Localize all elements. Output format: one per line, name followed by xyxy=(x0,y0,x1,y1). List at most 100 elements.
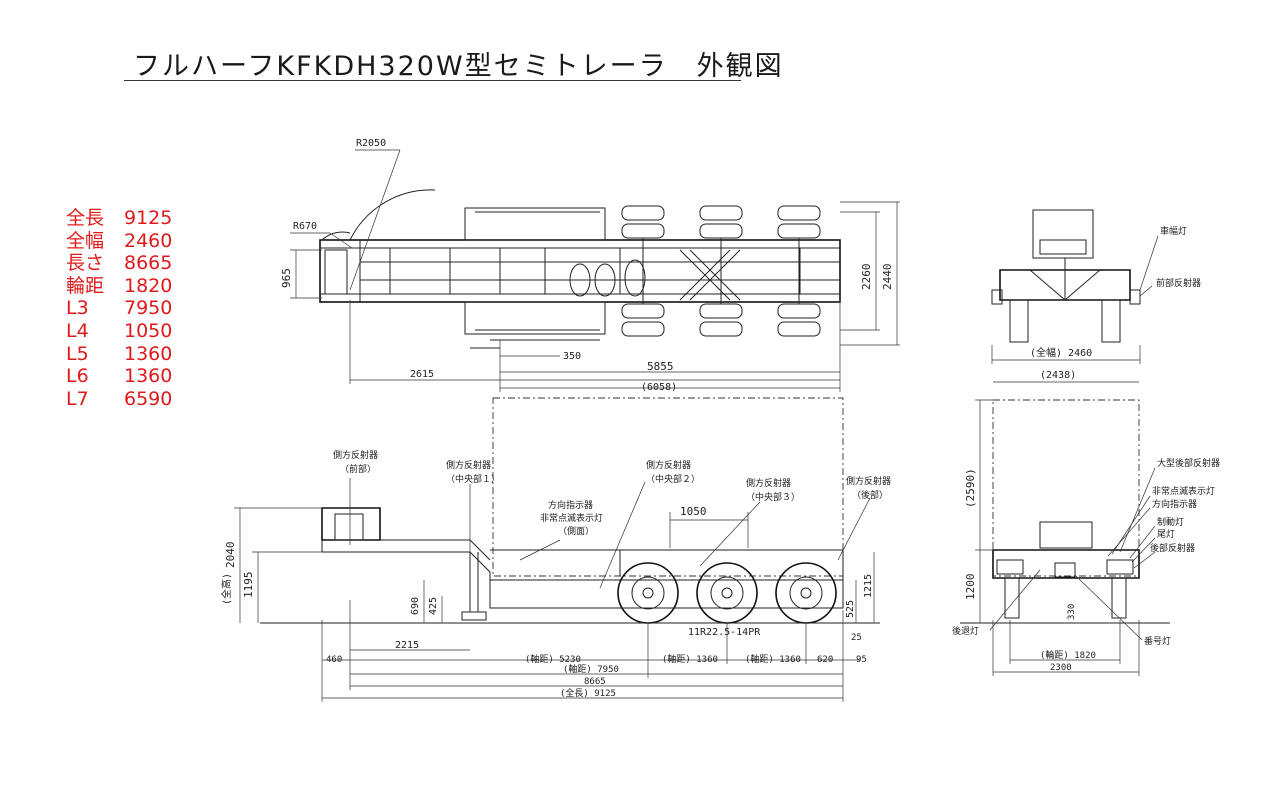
spec-row: 長さ 8665 xyxy=(66,252,194,275)
hazard-rear-label: 非常点滅表示灯 xyxy=(1152,485,1215,497)
side-wheel-2 xyxy=(696,562,758,624)
dim-2615: 2615 xyxy=(410,369,434,380)
front-reflector-label: 前部反射器 xyxy=(1156,277,1201,289)
dim-8665: 8665 xyxy=(584,677,606,687)
dim-wb-1360-b: (軸距) 1360 xyxy=(745,653,801,665)
dim-425: 425 xyxy=(428,597,439,615)
front-view: 車幅灯 前部反射器 (全幅) 2460 xyxy=(991,209,1201,364)
rear-phantom-body xyxy=(992,399,1140,577)
large-rear-reflector-label: 大型後部反射器 xyxy=(1157,457,1220,469)
reflector-front-sub: （前部） xyxy=(340,463,376,475)
side-wheel-3 xyxy=(775,562,837,624)
spec-row: 全幅 2460 xyxy=(66,230,194,253)
reflector-center3-sub: （中央部３） xyxy=(746,491,800,503)
dim-6058: (6058) xyxy=(641,382,677,393)
spec-row: L6 1360 xyxy=(66,365,194,388)
reflector-center3-label: 側方反射器 xyxy=(746,477,791,489)
reflector-center1-label: 側方反射器 xyxy=(446,459,491,471)
reverse-lamp-label: 後退灯 xyxy=(952,625,979,637)
dim-2440: 2440 xyxy=(881,264,894,291)
rear-width-2300: 2300 xyxy=(1050,663,1072,673)
turn-signal-label: 方向指示器 xyxy=(548,499,593,511)
reflector-rear-sub: （後部） xyxy=(852,489,888,501)
dim-2040: 2040 xyxy=(224,542,237,569)
spec-key: 全幅 xyxy=(66,229,105,252)
spec-row: L3 7950 xyxy=(66,297,194,320)
rear-width-2438: (2438) xyxy=(1040,370,1076,381)
spec-value: 1360 xyxy=(124,342,173,365)
brake-lamp-label: 制動灯 xyxy=(1157,516,1184,528)
dim-1195: 1195 xyxy=(242,572,255,599)
track-width-dim: (輪距) 1820 xyxy=(1040,649,1096,661)
dim-total-height: (全高) xyxy=(220,573,233,605)
top-view: R2050 R670 965 2260 2440 350 5855 2615 (… xyxy=(280,138,900,393)
title-underline xyxy=(124,80,741,81)
spec-key: 長さ xyxy=(66,252,105,275)
rear-view: (2438) (2590) 1200 330 大型後部反射器 非常点滅表示灯 方… xyxy=(952,370,1220,676)
spec-row: L5 1360 xyxy=(66,343,194,366)
side-phantom-body xyxy=(492,397,844,577)
dim-wb-5230: (軸距) 5230 xyxy=(525,653,581,665)
tail-lamp-label: 尾灯 xyxy=(1157,529,1175,540)
front-width-dim: (全幅) 2460 xyxy=(1030,346,1092,359)
reflector-center2-label: 側方反射器 xyxy=(646,459,691,471)
drawing-title: フルハーフKFKDH320W型セミトレーラ 外観図 xyxy=(133,51,784,82)
spec-row: L4 1050 xyxy=(66,320,194,343)
reflector-center1-sub: （中央部１） xyxy=(446,473,500,485)
spec-key: 輪距 xyxy=(66,274,105,297)
rear-reflector-label: 後部反射器 xyxy=(1150,542,1195,554)
dim-620: 620 xyxy=(817,655,833,665)
spec-key: L5 xyxy=(66,342,89,365)
swing-radius-arc xyxy=(349,189,436,241)
side-wheel-1 xyxy=(617,562,679,624)
dim-1050: 1050 xyxy=(680,505,707,518)
dim-wb-1360-a: (軸距) 1360 xyxy=(662,653,718,665)
rear-height-1200: 1200 xyxy=(964,574,977,601)
spec-value: 1360 xyxy=(124,365,173,388)
dim-9125: (全長) 9125 xyxy=(560,687,616,699)
dim-525: 525 xyxy=(845,600,856,618)
dim-r670: R670 xyxy=(293,221,317,232)
spec-key: L4 xyxy=(66,319,89,342)
spec-value: 7950 xyxy=(124,297,173,320)
dim-r2050: R2050 xyxy=(356,138,386,149)
dim-25: 25 xyxy=(851,633,862,643)
turn-side-label: （側面） xyxy=(558,525,594,537)
reflector-front-label: 側方反射器 xyxy=(333,449,378,461)
dim-350: 350 xyxy=(563,351,581,362)
kingpin-radius-arc xyxy=(321,231,351,241)
hazard-label: 非常点滅表示灯 xyxy=(540,512,603,524)
clearance-lamp-label: 車幅灯 xyxy=(1160,225,1187,237)
spec-row: L7 6590 xyxy=(66,388,194,411)
spec-row: 輪距 1820 xyxy=(66,275,194,298)
reflector-center2-sub: （中央部２） xyxy=(646,473,700,485)
rear-dim-330: 330 xyxy=(1067,604,1077,620)
top-frame xyxy=(319,239,841,303)
plate-lamp-label: 番号灯 xyxy=(1144,635,1171,647)
dim-2215: 2215 xyxy=(395,640,419,651)
spec-key: L3 xyxy=(66,297,89,320)
spec-value: 9125 xyxy=(124,207,173,229)
tire-spec: 11R22.5-14PR xyxy=(688,627,761,638)
dim-965: 965 xyxy=(280,268,293,288)
dim-95: 95 xyxy=(856,655,867,665)
dim-690: 690 xyxy=(410,597,421,615)
dim-460: 460 xyxy=(326,655,342,665)
spec-value: 2460 xyxy=(124,229,173,252)
spec-key: L7 xyxy=(66,387,89,410)
dim-5855: 5855 xyxy=(647,360,674,373)
spec-value: 8665 xyxy=(124,252,173,275)
dim-7950: (軸距) 7950 xyxy=(563,663,619,675)
dim-2260: 2260 xyxy=(860,264,873,291)
spec-value: 6590 xyxy=(124,387,173,410)
side-view: 側方反射器 （前部） 側方反射器 （中央部１） 側方反射器 （中央部２） 側方反… xyxy=(220,397,891,702)
spec-value: 1050 xyxy=(124,319,173,342)
reflector-rear-label: 側方反射器 xyxy=(846,475,891,487)
turn-rear-label: 方向指示器 xyxy=(1152,498,1197,510)
dim-1215: 1215 xyxy=(863,574,874,598)
spec-value: 1820 xyxy=(124,274,173,297)
spec-key: L6 xyxy=(66,365,89,388)
